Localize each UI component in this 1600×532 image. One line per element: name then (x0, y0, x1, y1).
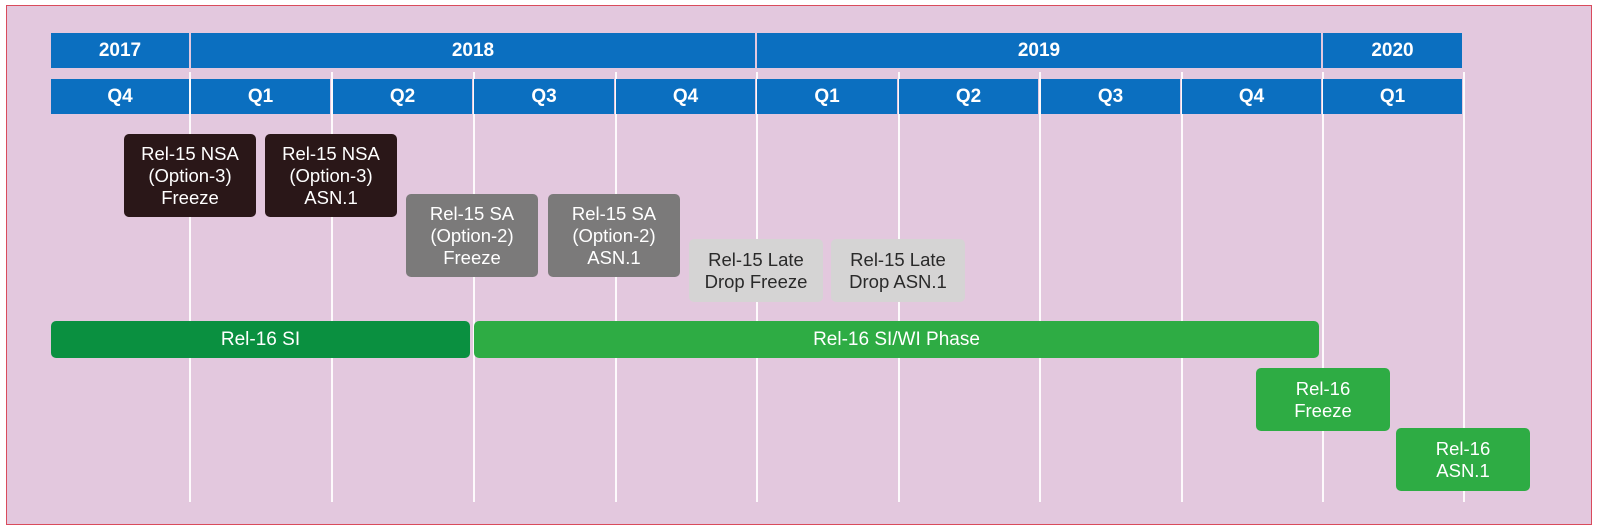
quarter-header: Q4 (51, 79, 189, 114)
year-header-2019: 2019 (757, 33, 1321, 68)
quarter-header: Q4 (1182, 79, 1321, 114)
timeline-diagram: 2017 2018 2019 2020 Q4 Q1 Q2 Q3 Q4 Q1 Q2… (6, 5, 1592, 525)
milestone-rel15-nsa-freeze: Rel-15 NSA (Option-3) Freeze (124, 134, 256, 217)
quarter-header: Q1 (757, 79, 897, 114)
quarter-header: Q2 (333, 79, 472, 114)
gridline (1181, 72, 1183, 502)
gridline (331, 72, 333, 502)
gridline (615, 72, 617, 502)
quarter-header: Q4 (616, 79, 755, 114)
milestone-rel15-sa-asn1: Rel-15 SA (Option-2) ASN.1 (548, 194, 680, 277)
gridline (189, 72, 191, 502)
quarter-header: Q3 (474, 79, 614, 114)
phase-rel16-si-wi: Rel-16 SI/WI Phase (474, 321, 1319, 358)
quarter-header: Q2 (899, 79, 1038, 114)
milestone-rel15-late-drop-freeze: Rel-15 Late Drop Freeze (689, 239, 823, 302)
phase-rel16-si: Rel-16 SI (51, 321, 470, 358)
quarter-header: Q3 (1041, 79, 1180, 114)
milestone-rel16-asn1: Rel-16 ASN.1 (1396, 428, 1530, 491)
year-header-2017: 2017 (51, 33, 189, 68)
milestone-rel15-sa-freeze: Rel-15 SA (Option-2) Freeze (406, 194, 538, 277)
gridline (1463, 72, 1465, 502)
gridline (1039, 72, 1041, 502)
gridline (473, 72, 475, 502)
milestone-rel16-freeze: Rel-16 Freeze (1256, 368, 1390, 431)
quarter-header: Q1 (1323, 79, 1462, 114)
milestone-rel15-nsa-asn1: Rel-15 NSA (Option-3) ASN.1 (265, 134, 397, 217)
quarter-header: Q1 (191, 79, 330, 114)
gridline (1322, 72, 1324, 502)
milestone-rel15-late-drop-asn1: Rel-15 Late Drop ASN.1 (831, 239, 965, 302)
year-header-2018: 2018 (191, 33, 755, 68)
year-header-2020: 2020 (1323, 33, 1462, 68)
